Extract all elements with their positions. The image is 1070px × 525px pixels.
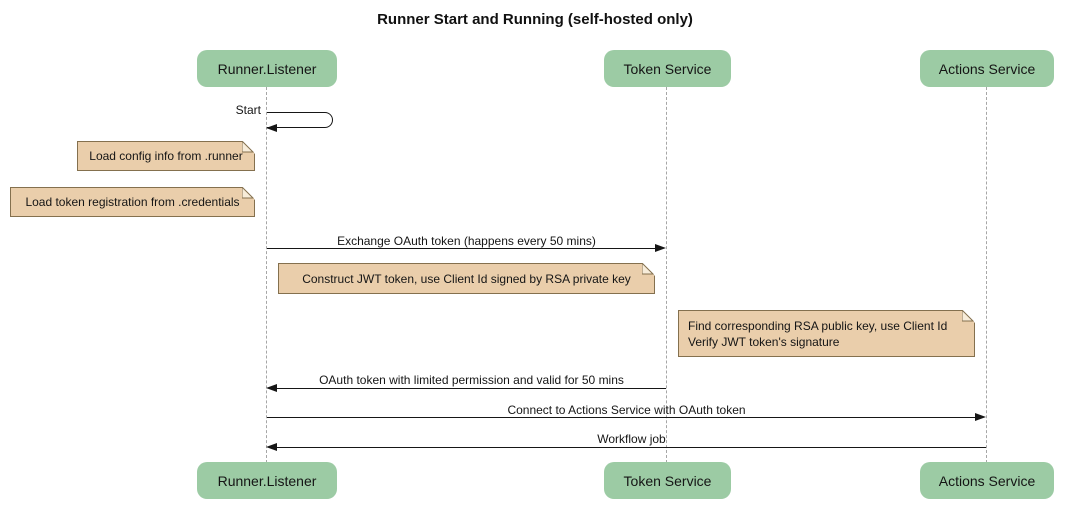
lifeline-actions-service	[986, 87, 987, 463]
participant-label: Runner.Listener	[217, 60, 317, 77]
participant-label: Token Service	[623, 472, 712, 489]
note-text-line1: Find corresponding RSA public key, use C…	[688, 318, 948, 333]
diagram-title: Runner Start and Running (self-hosted on…	[377, 11, 693, 28]
message-arrowhead-icon	[975, 413, 986, 421]
message-line	[267, 248, 656, 249]
message-label-exchange-oauth: Exchange OAuth token (happens every 50 m…	[337, 234, 596, 248]
note-text: Construct JWT token, use Client Id signe…	[302, 271, 631, 286]
message-line	[267, 417, 975, 418]
note-load-token-registration: Load token registration from .credential…	[10, 187, 255, 217]
message-arrowhead-icon	[655, 244, 666, 252]
note-fold-icon	[962, 310, 975, 323]
note-fold-icon	[242, 141, 255, 154]
note-text-line2: Verify JWT token's signature	[688, 334, 840, 349]
participant-bottom-token-service: Token Service	[604, 462, 731, 499]
message-label-connect-actions: Connect to Actions Service with OAuth to…	[507, 403, 746, 417]
participant-bottom-actions-service: Actions Service	[920, 462, 1054, 499]
participant-label: Runner.Listener	[217, 472, 317, 489]
note-fold-icon	[642, 263, 655, 276]
note-construct-jwt: Construct JWT token, use Client Id signe…	[278, 263, 655, 294]
message-label-oauth-return: OAuth token with limited permission and …	[319, 373, 624, 387]
lifeline-token-service	[666, 87, 667, 463]
message-line	[277, 447, 986, 448]
self-message-loop	[267, 112, 333, 128]
note-fold-icon	[242, 187, 255, 200]
participant-top-actions-service: Actions Service	[920, 50, 1054, 87]
lifeline-runner-listener	[266, 87, 267, 463]
participant-bottom-runner-listener: Runner.Listener	[197, 462, 337, 499]
note-load-config: Load config info from .runner	[77, 141, 255, 171]
participant-label: Actions Service	[938, 472, 1036, 489]
note-text: Load config info from .runner	[89, 149, 243, 163]
message-arrowhead-icon	[266, 124, 277, 132]
participant-top-runner-listener: Runner.Listener	[197, 50, 337, 87]
message-label-start: Start	[235, 103, 261, 117]
message-label-workflow-job: Workflow job	[597, 432, 666, 446]
participant-top-token-service: Token Service	[604, 50, 731, 87]
participant-label: Actions Service	[938, 60, 1036, 77]
message-arrowhead-icon	[266, 384, 277, 392]
note-text: Load token registration from .credential…	[25, 195, 240, 209]
participant-label: Token Service	[623, 60, 712, 77]
message-arrowhead-icon	[266, 443, 277, 451]
note-find-rsa-public-key: Find corresponding RSA public key, use C…	[678, 310, 975, 357]
message-line	[277, 388, 666, 389]
